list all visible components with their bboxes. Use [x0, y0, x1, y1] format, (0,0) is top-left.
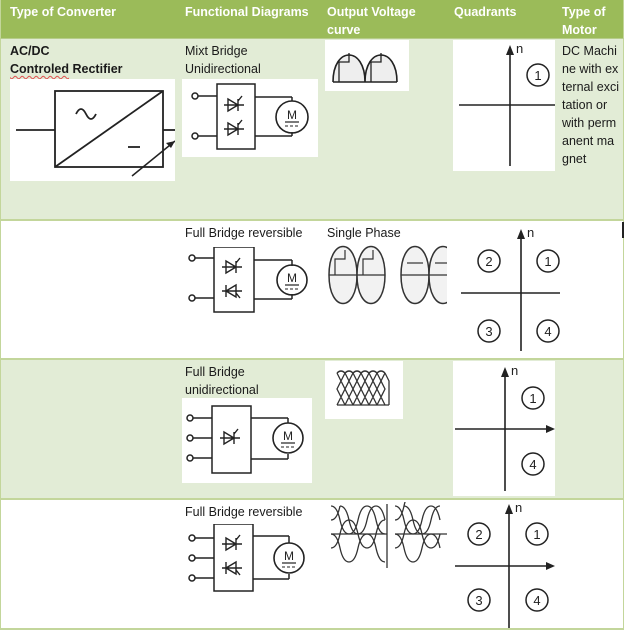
svg-text:2: 2 [485, 254, 492, 269]
output-voltage-label: Single Phase [327, 226, 401, 240]
functional-diagram-cell: Full Bridge unidirectional M [179, 360, 321, 498]
svg-text:4: 4 [533, 593, 540, 608]
table-row: Full Bridge unidirectional M [0, 358, 624, 498]
svg-text:2: 2 [475, 527, 482, 542]
motor-type-cell: DC Machine with external excitation or w… [559, 39, 625, 219]
quadrants-cell: n 2 1 3 4 [448, 221, 560, 358]
half-wave-arcs-curve-icon [325, 40, 409, 91]
output-voltage-cell: Single Phase [321, 221, 448, 358]
svg-text:M: M [284, 549, 294, 563]
reversible-bridge-diagram-icon: M [187, 247, 317, 327]
svg-text:3: 3 [475, 593, 482, 608]
header-type-of-converter: Type of Converter [10, 5, 117, 19]
svg-text:n: n [527, 225, 534, 240]
mixed-bridge-diagram-icon: M [182, 79, 318, 157]
functional-diagram-cell: Full Bridge reversible [179, 500, 321, 628]
header-type-of-motor: Type of Motor [562, 5, 606, 37]
svg-text:4: 4 [544, 324, 551, 339]
two-quadrant-chart-icon: n 1 4 [453, 361, 555, 496]
functional-diagram-cell: Mixt Bridge Unidirectional M [179, 39, 321, 219]
svg-text:M: M [287, 271, 297, 285]
unidirectional-bridge-diagram-icon: M [182, 398, 312, 483]
svg-text:1: 1 [529, 391, 536, 406]
svg-text:M: M [287, 108, 297, 122]
header-output-voltage-curve: Output Voltage curve [327, 5, 416, 37]
svg-text:3: 3 [485, 324, 492, 339]
svg-text:1: 1 [544, 254, 551, 269]
functional-diagram-label: Full Bridge reversible [185, 226, 303, 240]
svg-text:M: M [283, 429, 293, 443]
table-row: Full Bridge reversible [0, 498, 624, 630]
converter-type-line1: AC/DC [10, 44, 50, 58]
converter-type-cell [4, 221, 179, 358]
three-phase-reversible-curve-icon [329, 502, 447, 570]
motor-type-cell [559, 500, 625, 628]
functional-diagram-label: Full Bridge unidirectional [185, 365, 259, 397]
table-row: AC/DC Controled Rectifier Mixt Bridge Un… [0, 38, 624, 219]
converter-type-cell [4, 360, 179, 498]
three-phase-ripple-curve-icon [325, 361, 403, 419]
converter-type-line2: Controled Rectifier [10, 62, 123, 76]
single-phase-curve-icon [327, 245, 447, 307]
svg-text:4: 4 [529, 457, 536, 472]
header-functional-diagrams: Functional Diagrams [185, 5, 309, 19]
svg-text:1: 1 [534, 68, 541, 83]
motor-type-text: DC Machine with external excitation or w… [562, 44, 619, 166]
header-quadrants: Quadrants [454, 5, 517, 19]
text-cursor [622, 222, 624, 238]
converter-type-cell [4, 500, 179, 628]
svg-text:n: n [516, 41, 523, 56]
svg-text:1: 1 [533, 527, 540, 542]
four-quadrant-chart-icon: n 2 1 3 4 [453, 500, 558, 630]
quadrant-1-chart-icon: n 1 [453, 40, 555, 171]
functional-diagram-label: Full Bridge reversible [185, 505, 303, 519]
output-voltage-cell [321, 39, 448, 219]
quadrants-cell: n 2 1 3 4 [448, 500, 559, 628]
quadrants-cell: n 1 [448, 39, 559, 219]
spellcheck-word: Controled [10, 62, 70, 76]
svg-text:n: n [511, 363, 518, 378]
converter-type-cell: AC/DC Controled Rectifier [4, 39, 179, 219]
output-voltage-cell [321, 360, 448, 498]
three-phase-reversible-bridge-diagram-icon: M [187, 524, 317, 604]
motor-type-cell [559, 221, 625, 358]
four-quadrant-chart-icon: n 2 1 3 4 [458, 223, 560, 355]
table-header-row: Type of Converter Functional Diagrams Ou… [0, 0, 624, 38]
output-voltage-cell [321, 500, 448, 628]
ac-dc-rectifier-symbol-icon [10, 79, 175, 181]
functional-diagram-cell: Full Bridge reversible M [179, 221, 321, 358]
svg-text:n: n [515, 500, 522, 515]
functional-diagram-label: Mixt Bridge Unidirectional [185, 44, 261, 76]
motor-type-cell [559, 360, 625, 498]
quadrants-cell: n 1 4 [448, 360, 559, 498]
table-row: Full Bridge reversible M [0, 219, 624, 358]
